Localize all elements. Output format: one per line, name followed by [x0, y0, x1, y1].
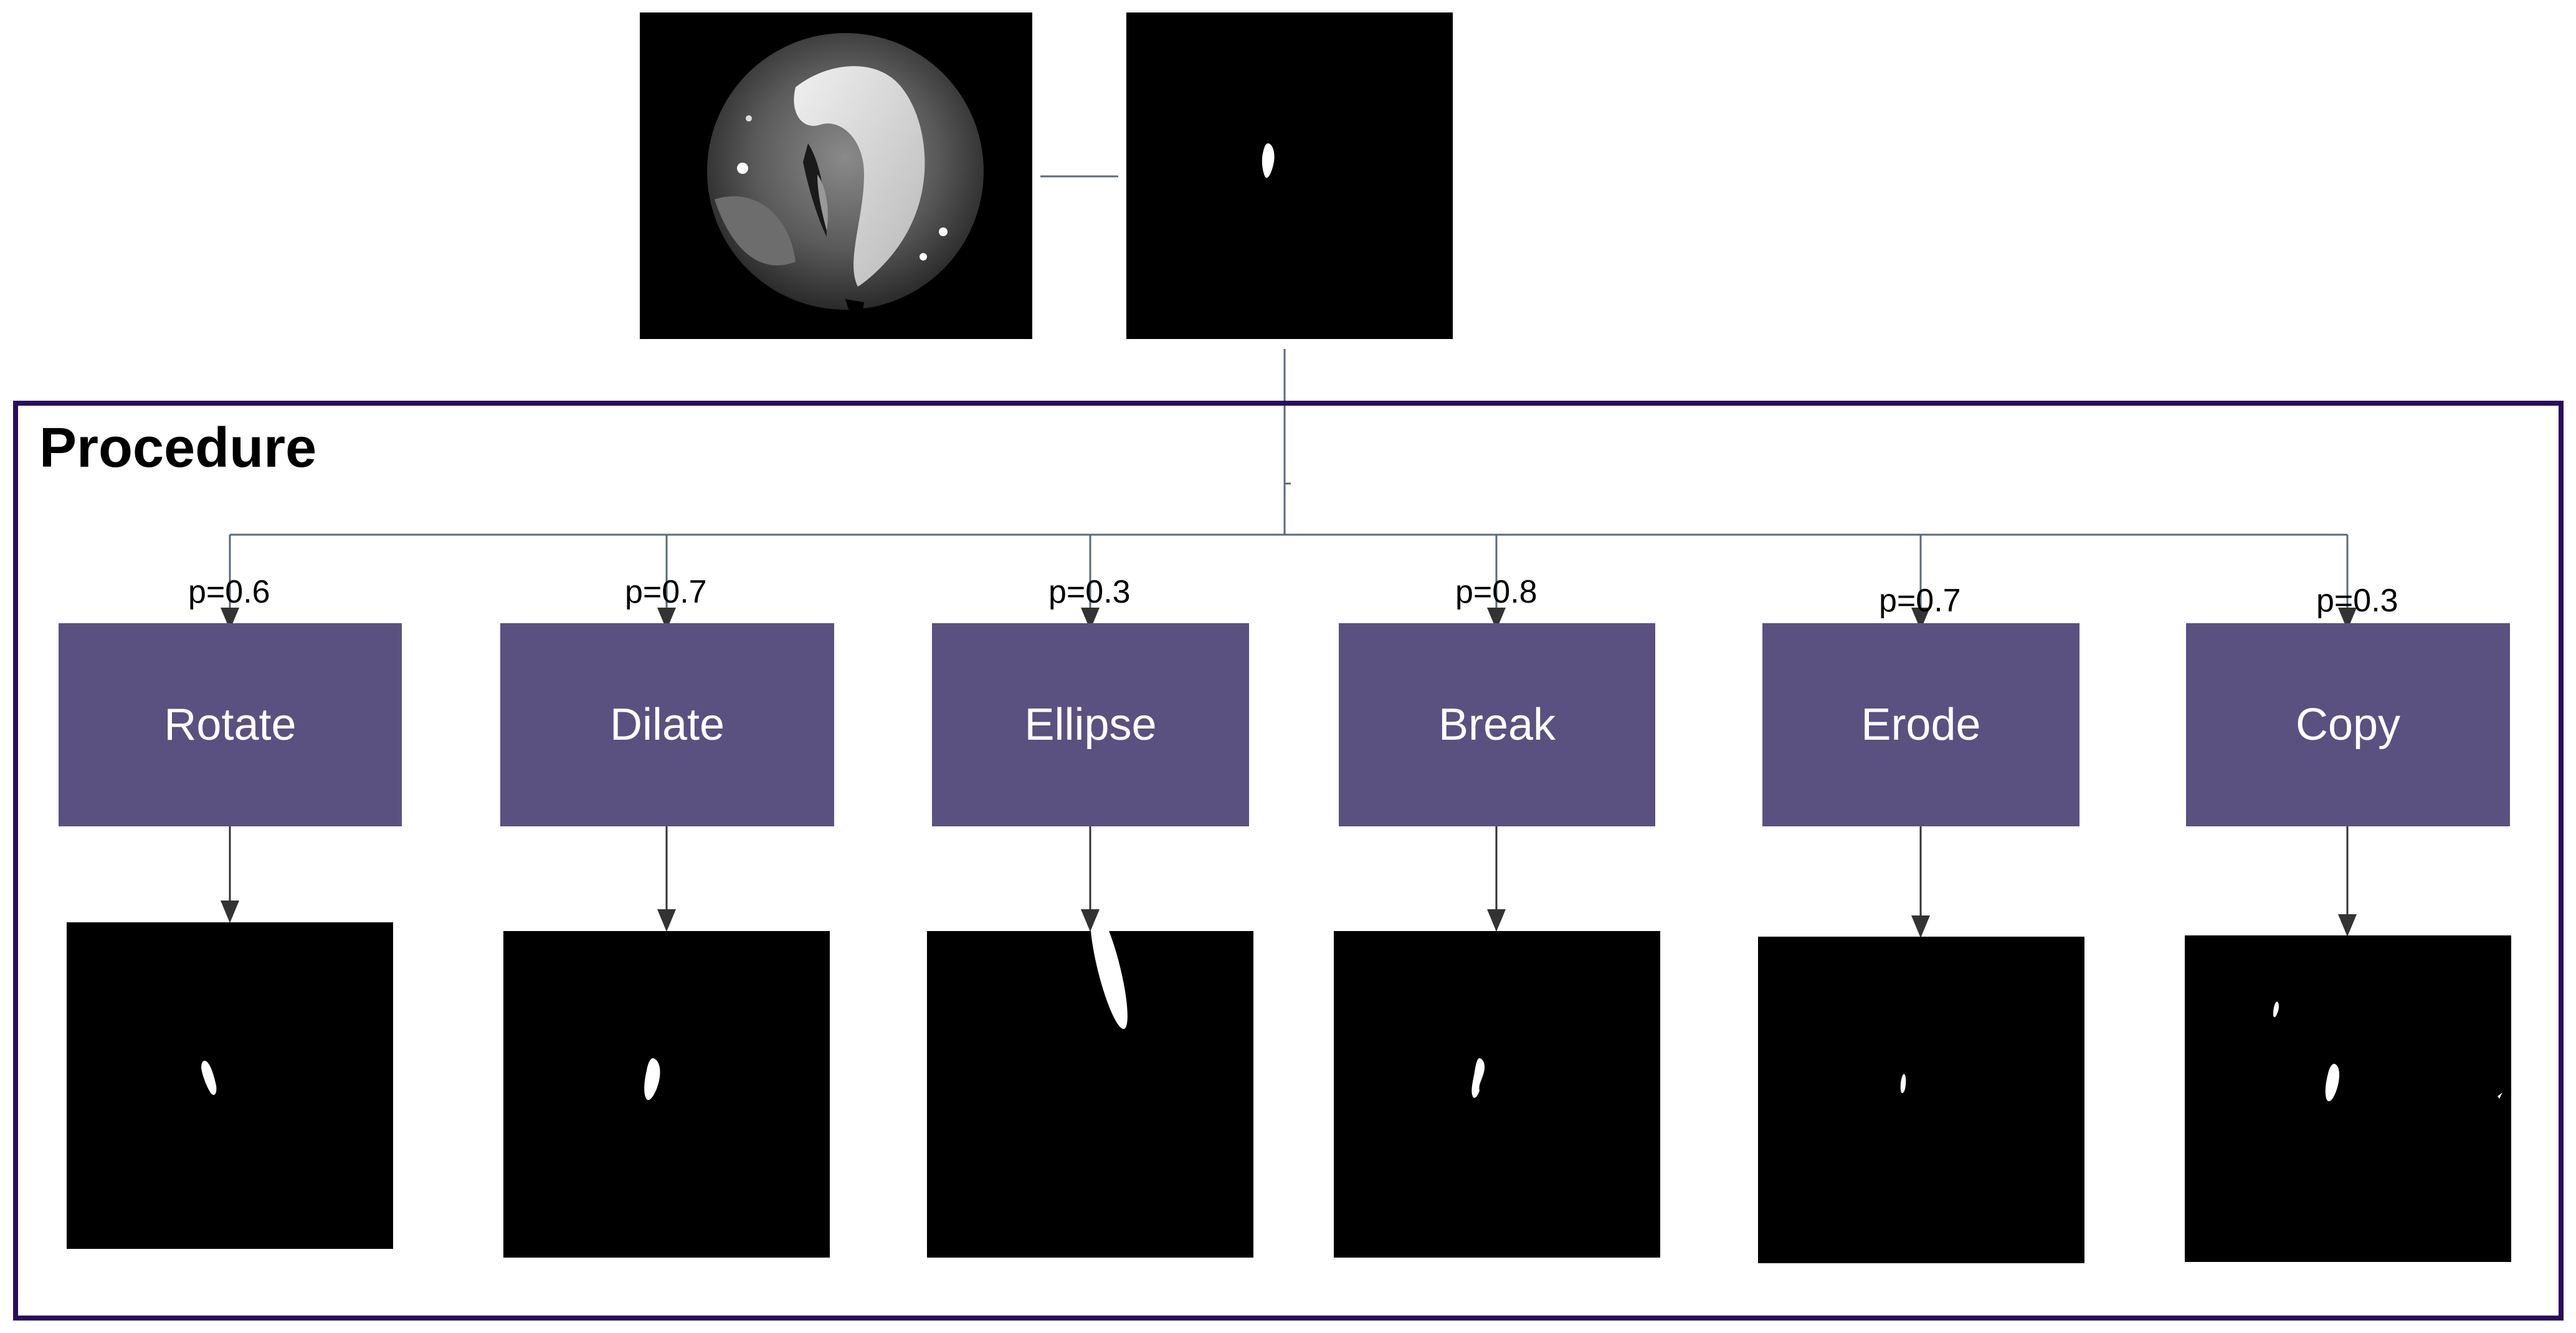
procedure-frame [13, 401, 2564, 1321]
probability-label-dilate: p=0.7 [625, 574, 707, 610]
operation-rotate: Rotate [59, 623, 402, 826]
operation-ellipse: Ellipse [932, 623, 1249, 826]
source-mask-image [1126, 12, 1453, 339]
output-mask-ellipse [927, 931, 1253, 1258]
operation-copy: Copy [2186, 623, 2510, 826]
output-mask-break [1334, 931, 1660, 1258]
probability-label-copy: p=0.3 [2316, 583, 2398, 619]
probability-label-break: p=0.8 [1455, 574, 1538, 610]
operation-erode: Erode [1762, 623, 2079, 826]
output-mask-erode [1758, 937, 2084, 1263]
probability-label-ellipse: p=0.3 [1048, 574, 1131, 610]
output-mask-copy [2185, 935, 2511, 1262]
probability-label-erode: p=0.7 [1879, 583, 1961, 619]
operation-dilate: Dilate [500, 623, 834, 826]
operation-break: Break [1339, 623, 1655, 826]
output-mask-rotate [67, 922, 393, 1249]
output-mask-dilate [503, 931, 830, 1258]
procedure-title: Procedure [39, 417, 317, 479]
probability-label-rotate: p=0.6 [188, 574, 270, 610]
source-endoscopy-image [640, 12, 1032, 339]
